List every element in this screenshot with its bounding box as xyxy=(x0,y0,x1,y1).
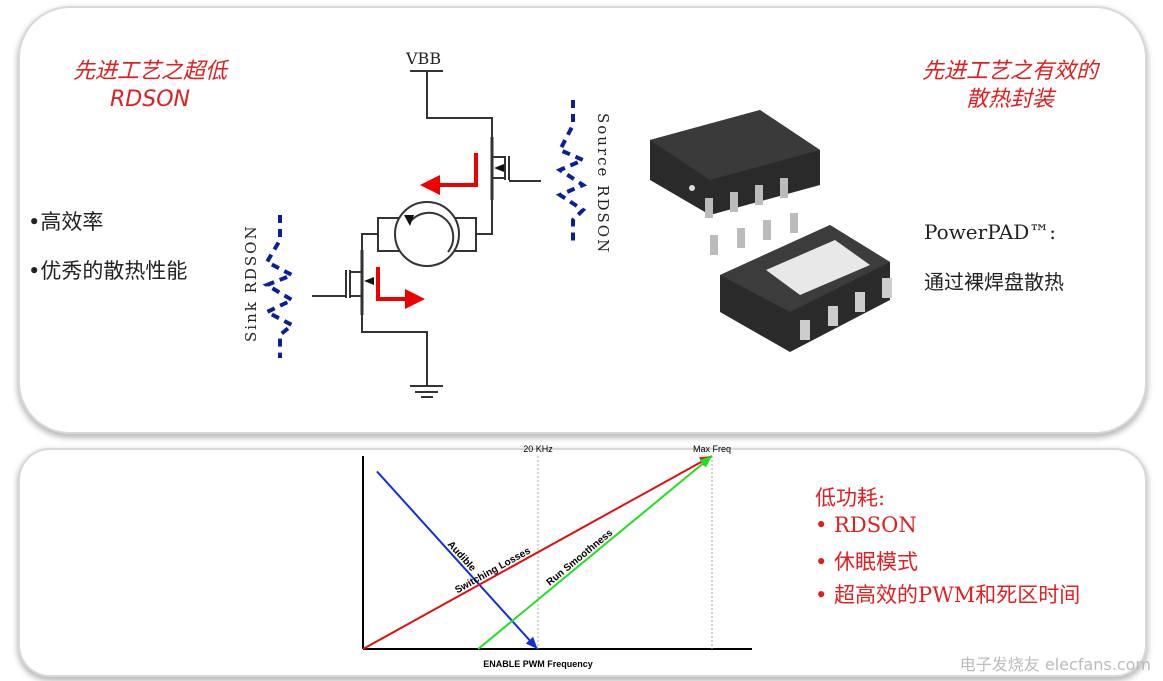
right-title-line2: 散热封装 xyxy=(965,87,1054,112)
circuit-wires xyxy=(312,70,541,398)
powerpad-description: 通过裸焊盘散热 xyxy=(924,270,1064,294)
ref-label-max-freq: Max Freq xyxy=(693,444,731,454)
series-label-0: Audible xyxy=(445,539,478,574)
series-line-2 xyxy=(477,455,713,650)
arrow-left-icon xyxy=(420,175,440,195)
ref-label-20khz: 20 KHz xyxy=(523,444,553,454)
bullet-thermal: •优秀的散热性能 xyxy=(28,259,188,283)
pwm-frequency-chart: 20 KHz Max Freq ENABLE PWM Frequency Aud… xyxy=(362,444,752,669)
left-title-line1: 先进工艺之超低 xyxy=(72,59,227,84)
powerpad-label: PowerPAD™: xyxy=(924,220,1057,244)
current-arrows xyxy=(376,153,478,301)
source-rdson-label: Source RDSON xyxy=(594,113,612,254)
rotation-arrowhead xyxy=(404,215,414,226)
series-arrowhead-2 xyxy=(699,456,712,468)
low-power-title: 低功耗: xyxy=(815,486,886,510)
vbb-label: VBB xyxy=(405,49,441,68)
series-line-1 xyxy=(362,455,713,650)
powerpad-chip-image xyxy=(650,110,892,352)
low-power-item-sleep: • 休眠模式 xyxy=(815,550,919,574)
left-title-line2: RDSON xyxy=(110,87,190,112)
arrow-right-icon xyxy=(405,289,425,309)
series-arrowhead-0 xyxy=(525,636,538,649)
sink-rdson-label: Sink RDSON xyxy=(242,224,260,342)
right-title-line1: 先进工艺之有效的 xyxy=(921,59,1098,84)
watermark: 电子发烧友 elecfans.com xyxy=(959,655,1151,674)
rdson-resistors xyxy=(262,100,589,358)
series-line-0 xyxy=(376,470,539,650)
bullet-efficiency: •高效率 xyxy=(28,210,104,234)
low-power-item-rdson: • RDSON xyxy=(815,513,917,537)
low-power-item-pwm: • 超高效的PWM和死区时间 xyxy=(815,583,1081,607)
right-title: 先进工艺之有效的 散热封装 xyxy=(885,58,1135,114)
series-label-2: Run Smoothness xyxy=(545,527,616,588)
left-title: 先进工艺之超低 RDSON xyxy=(40,58,260,114)
top-panel xyxy=(20,8,1145,432)
x-axis-label: ENABLE PWM Frequency xyxy=(483,659,593,669)
